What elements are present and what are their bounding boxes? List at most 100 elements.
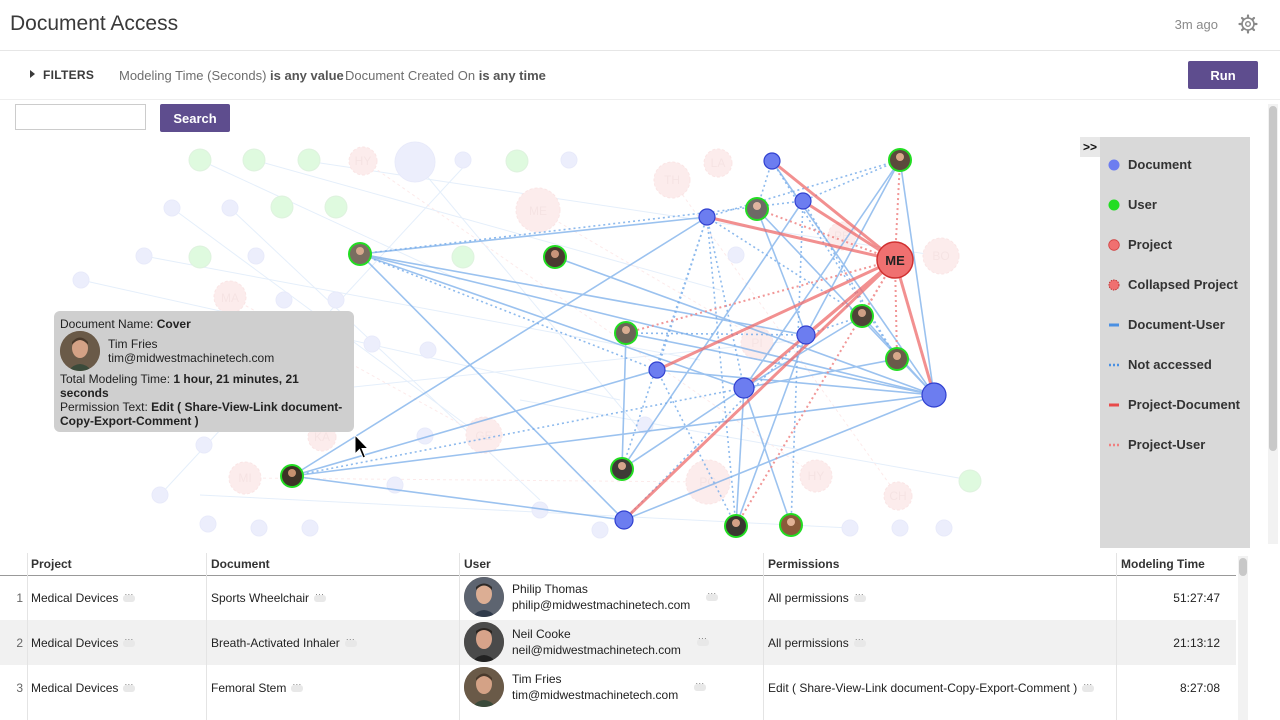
filter-chip-modeling-time[interactable]: Modeling Time (Seconds) is any value (119, 68, 344, 83)
modeling-time-cell: 8:27:08 (1179, 681, 1220, 695)
row-number: 2 (16, 636, 23, 650)
filters-toggle[interactable]: FILTERS (30, 68, 94, 82)
row-number: 1 (16, 591, 23, 605)
svg-text:TH: TH (664, 173, 680, 187)
viz-scrollbar[interactable] (1268, 104, 1278, 544)
last-updated-label: 3m ago (1174, 17, 1218, 32)
filter-bar: FILTERS Modeling Time (Seconds) is any v… (0, 51, 1280, 100)
more-icon[interactable] (853, 589, 866, 603)
column-divider (27, 553, 28, 720)
more-icon[interactable] (314, 589, 327, 603)
more-icon[interactable] (694, 678, 707, 692)
document-dot-icon (1108, 159, 1120, 171)
user-node[interactable] (543, 245, 567, 269)
user-node[interactable] (348, 242, 372, 266)
project-dot-icon (1108, 239, 1120, 251)
user-cell: Tim Fries tim@midwestmachinetech.com (460, 665, 760, 710)
project-cell: Medical Devices (31, 589, 136, 605)
more-icon[interactable] (123, 634, 136, 648)
page-title: Document Access (10, 12, 179, 35)
table-row[interactable]: 1 Medical Devices Sports Wheelchair Phil… (0, 575, 1236, 620)
scrollbar-thumb[interactable] (1239, 558, 1247, 576)
scrollbar-thumb[interactable] (1269, 106, 1277, 451)
document-node[interactable] (648, 361, 666, 379)
column-header-modeling-time[interactable]: Modeling Time (1121, 557, 1205, 571)
user-node[interactable] (850, 304, 874, 328)
column-header-document[interactable]: Document (211, 557, 270, 571)
project-node-label: ME (885, 253, 905, 268)
column-header-permissions[interactable]: Permissions (768, 557, 840, 571)
permissions-cell: All permissions (768, 634, 866, 650)
row-number: 3 (16, 681, 23, 695)
svg-text:KA: KA (314, 430, 330, 444)
more-icon[interactable] (1082, 679, 1095, 693)
avatar (60, 331, 100, 371)
document-node[interactable] (698, 208, 716, 226)
user-node[interactable] (724, 514, 748, 538)
tooltip-permission-cont: Copy-Export-Comment ) (60, 414, 199, 428)
svg-text:CH: CH (889, 489, 906, 503)
network-visualization[interactable]: HY LA TH ME PE BO MA PI KA GE PG HY MI C… (0, 100, 1268, 548)
run-button[interactable]: Run (1188, 61, 1258, 89)
tooltip-document-row: Document Name: Cover (60, 317, 191, 331)
document-node[interactable] (921, 382, 947, 408)
filter-field: Document Created On (345, 68, 476, 83)
more-icon[interactable] (123, 589, 136, 603)
table-row[interactable]: 2 Medical Devices Breath-Activated Inhal… (0, 620, 1236, 665)
document-node[interactable] (763, 152, 781, 170)
legend-collapse-button[interactable]: >> (1080, 137, 1100, 157)
user-name: Philip Thomas (512, 582, 588, 596)
not-accessed-edges (291, 159, 901, 527)
gear-icon[interactable] (1238, 14, 1258, 34)
table-header: Project Document User Permissions Modeli… (0, 553, 1236, 576)
user-cell: Neil Cooke neil@midwestmachinetech.com (460, 620, 760, 665)
user-node[interactable] (614, 321, 638, 345)
more-icon[interactable] (696, 633, 709, 647)
column-header-user[interactable]: User (464, 557, 491, 571)
project-document-edges (622, 159, 936, 522)
column-divider (206, 553, 207, 720)
project-node[interactable]: ME (876, 241, 914, 279)
more-icon[interactable] (853, 634, 866, 648)
document-node[interactable] (614, 510, 634, 530)
document-node[interactable] (794, 192, 812, 210)
column-divider (1116, 553, 1117, 720)
svg-text:PI: PI (751, 336, 762, 350)
user-node[interactable] (610, 457, 634, 481)
user-node[interactable] (280, 464, 304, 488)
search-input[interactable] (15, 104, 146, 130)
user-node[interactable] (745, 197, 769, 221)
faded-graph-layer: HY LA TH ME PE BO MA PI KA GE PG HY MI C… (72, 141, 982, 539)
collapsed-project-dot-icon (1108, 279, 1120, 291)
more-icon[interactable] (123, 679, 136, 693)
more-icon[interactable] (344, 634, 357, 648)
mouse-cursor-icon (354, 434, 370, 459)
filter-chip-created-on[interactable]: Document Created On is any time (345, 68, 546, 83)
user-cell: Philip Thomas philip@midwestmachinetech.… (460, 575, 760, 620)
column-divider (763, 553, 764, 720)
document-cell: Sports Wheelchair (211, 589, 327, 605)
document-node[interactable] (796, 325, 816, 345)
table-row[interactable]: 3 Medical Devices Femoral Stem Tim Fries… (0, 665, 1236, 710)
document-cell: Femoral Stem (211, 679, 304, 695)
modeling-time-cell: 21:13:12 (1173, 636, 1220, 650)
document-cell: Breath-Activated Inhaler (211, 634, 357, 650)
svg-text:BO: BO (932, 249, 949, 263)
document-node[interactable] (733, 377, 755, 399)
search-button[interactable]: Search (160, 104, 230, 132)
column-header-project[interactable]: Project (31, 557, 72, 571)
legend-panel: >> Document User Project Collapsed Proje… (1080, 137, 1250, 548)
filter-condition: is any time (478, 68, 546, 83)
user-email: tim@midwestmachinetech.com (512, 678, 707, 702)
svg-text:MI: MI (238, 471, 251, 485)
more-icon[interactable] (291, 679, 304, 693)
user-node[interactable] (888, 148, 912, 172)
filters-label: FILTERS (43, 68, 95, 82)
user-node[interactable] (885, 347, 909, 371)
solid-line-icon (1109, 323, 1119, 327)
more-icon[interactable] (706, 588, 719, 602)
table-scrollbar[interactable] (1238, 556, 1248, 720)
network-graph[interactable]: HY LA TH ME PE BO MA PI KA GE PG HY MI C… (0, 100, 1100, 548)
user-name: Neil Cooke (512, 627, 571, 641)
user-node[interactable] (779, 513, 803, 537)
